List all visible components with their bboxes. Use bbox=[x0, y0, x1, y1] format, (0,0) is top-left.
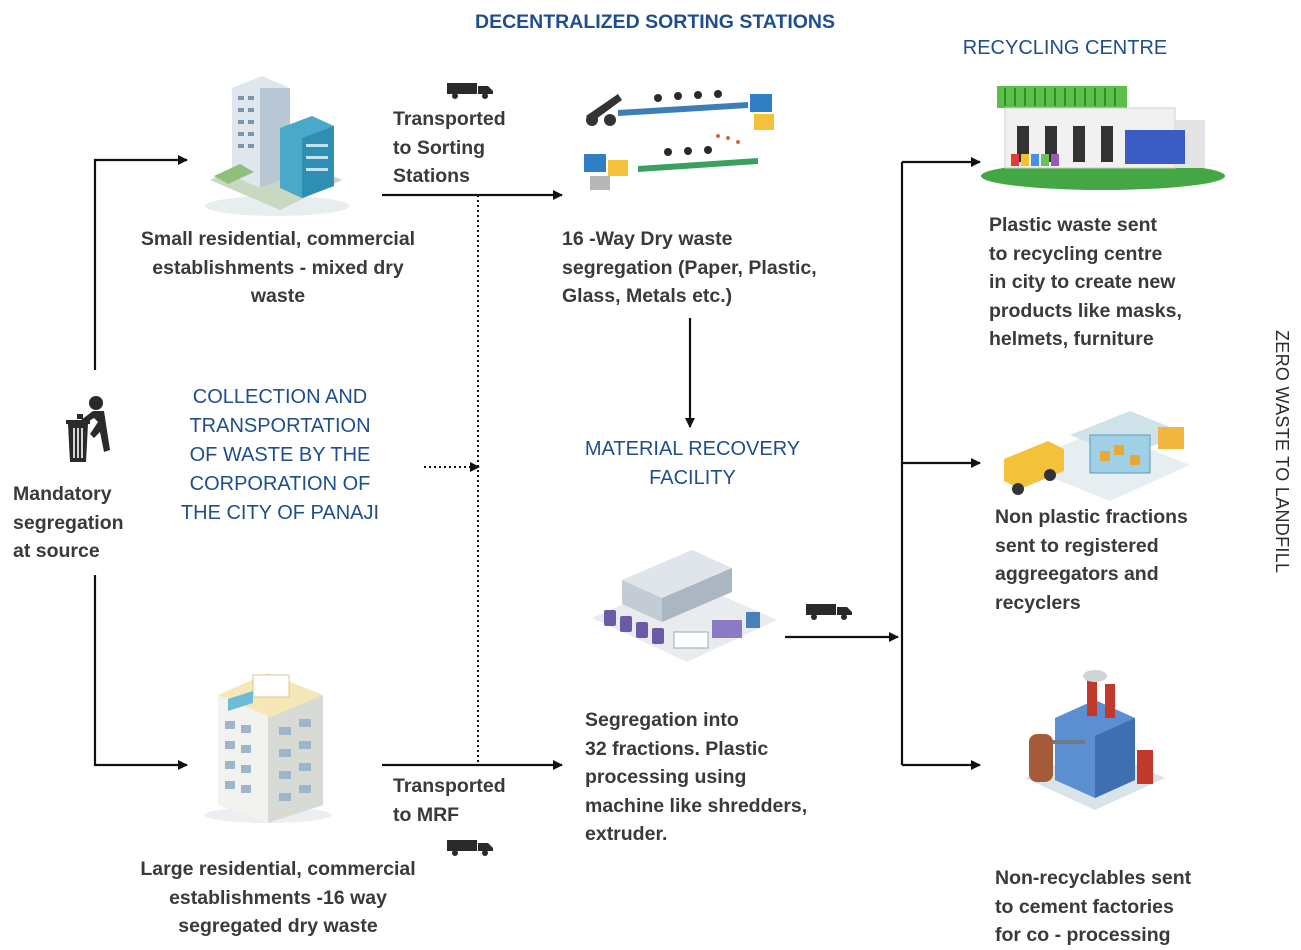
mrf-label: Segregation into 32 fractions. Plastic p… bbox=[585, 709, 808, 845]
truck-icon bbox=[447, 81, 495, 99]
zero-waste-side-label: ZERO WASTE TO LANDFILL bbox=[1272, 330, 1292, 574]
small-establishments-label: Small residential, commercial establishm… bbox=[140, 228, 416, 307]
output-recycling-label: Plastic waste sent to recycling centre i… bbox=[989, 214, 1182, 350]
material-recovery-heading: MATERIAL RECOVERY FACILITY bbox=[584, 438, 801, 489]
large-establishments-label: Large residential, commercial establishm… bbox=[140, 858, 416, 937]
source-to-small-arrow bbox=[93, 155, 188, 370]
apartment-building-icon bbox=[193, 655, 343, 825]
sorting-conveyor-icon bbox=[578, 80, 783, 192]
sorting-station-label: 16 -Way Dry waste segregation (Paper, Pl… bbox=[562, 228, 817, 307]
sorting-stations-heading: DECENTRALIZED SORTING STATIONS bbox=[474, 11, 836, 33]
truck-icon bbox=[806, 602, 854, 620]
recycling-centre-heading: RECYCLING CENTRE bbox=[962, 37, 1168, 59]
residential-tower-icon bbox=[192, 68, 357, 218]
output-cement-label: Non-recyclables sent to cement factories… bbox=[995, 867, 1192, 946]
aggregator-warehouse-icon bbox=[1000, 405, 1200, 505]
collection-heading: COLLECTION AND TRANSPORTATION OF WASTE B… bbox=[180, 386, 380, 524]
source-label: Mandatory segregation at source bbox=[13, 483, 124, 562]
recycling-centre-icon bbox=[975, 80, 1230, 195]
recovery-facility-icon bbox=[582, 540, 787, 675]
transport-sorting-label: Transported to Sorting Stations bbox=[393, 108, 506, 187]
trash-bin-person-icon bbox=[58, 392, 130, 464]
cement-factory-icon bbox=[1015, 668, 1175, 818]
transport-mrf-label: Transported to MRF bbox=[393, 775, 506, 826]
source-to-large-arrow bbox=[93, 575, 188, 770]
output-aggregator-label: Non plastic fractions sent to registered… bbox=[995, 506, 1188, 614]
truck-icon bbox=[447, 838, 495, 856]
